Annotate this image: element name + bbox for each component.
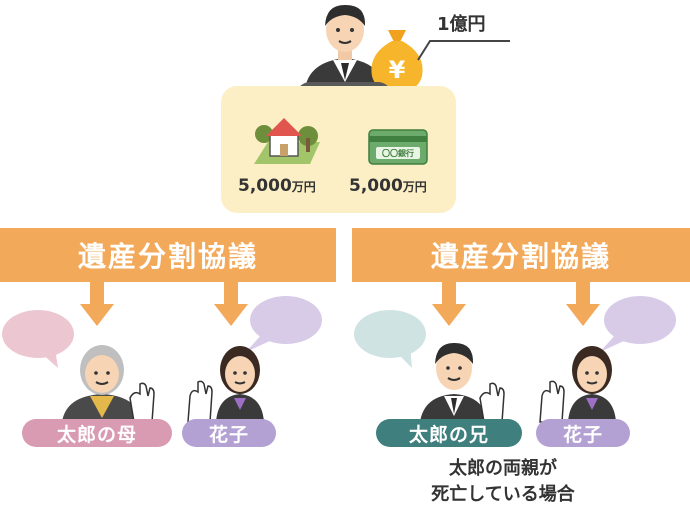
svg-text:¥: ¥ <box>389 56 406 84</box>
house-amount: 5,000万円 <box>238 176 316 196</box>
bank-card-label: 〇〇銀行 <box>382 149 414 158</box>
condition-note: 太郎の両親が 死亡している場合 <box>398 456 608 508</box>
hanako-figure-icon <box>539 346 616 423</box>
condition-note-line2: 死亡している場合 <box>431 484 575 505</box>
house-amount-value: 5,000 <box>238 176 292 196</box>
speech-bubble-icon <box>2 310 74 368</box>
arrow-down-icon <box>214 282 248 326</box>
left-banner: 遺産分割協議 <box>0 228 336 282</box>
speech-bubble-icon <box>246 296 322 352</box>
bank-amount: 5,000万円 <box>349 176 427 196</box>
mother-name-pill: 太郎の母 <box>22 419 172 447</box>
mother-figure-icon <box>62 345 155 423</box>
brother-name-pill: 太郎の兄 <box>376 419 522 447</box>
bank-amount-value: 5,000 <box>349 176 403 196</box>
money-bag-icon: ¥ <box>371 30 423 92</box>
cash-amount-label: 1億円 <box>437 14 486 35</box>
hanako-name-pill-right: 花子 <box>536 419 630 447</box>
house-amount-unit: 万円 <box>291 180 316 194</box>
arrow-down-icon <box>566 282 600 326</box>
hanako-name-pill-left: 花子 <box>182 419 276 447</box>
condition-note-line1: 太郎の両親が <box>449 458 557 479</box>
brother-figure-icon <box>420 342 505 423</box>
right-banner: 遺産分割協議 <box>352 228 690 282</box>
hanako-figure-icon <box>187 346 264 423</box>
speech-bubble-icon <box>354 310 426 368</box>
bank-amount-unit: 万円 <box>402 180 427 194</box>
bank-card-icon <box>368 129 428 165</box>
arrow-down-icon <box>432 282 466 326</box>
arrow-down-icon <box>80 282 114 326</box>
speech-bubble-icon <box>600 296 676 352</box>
house-icon <box>254 118 320 164</box>
